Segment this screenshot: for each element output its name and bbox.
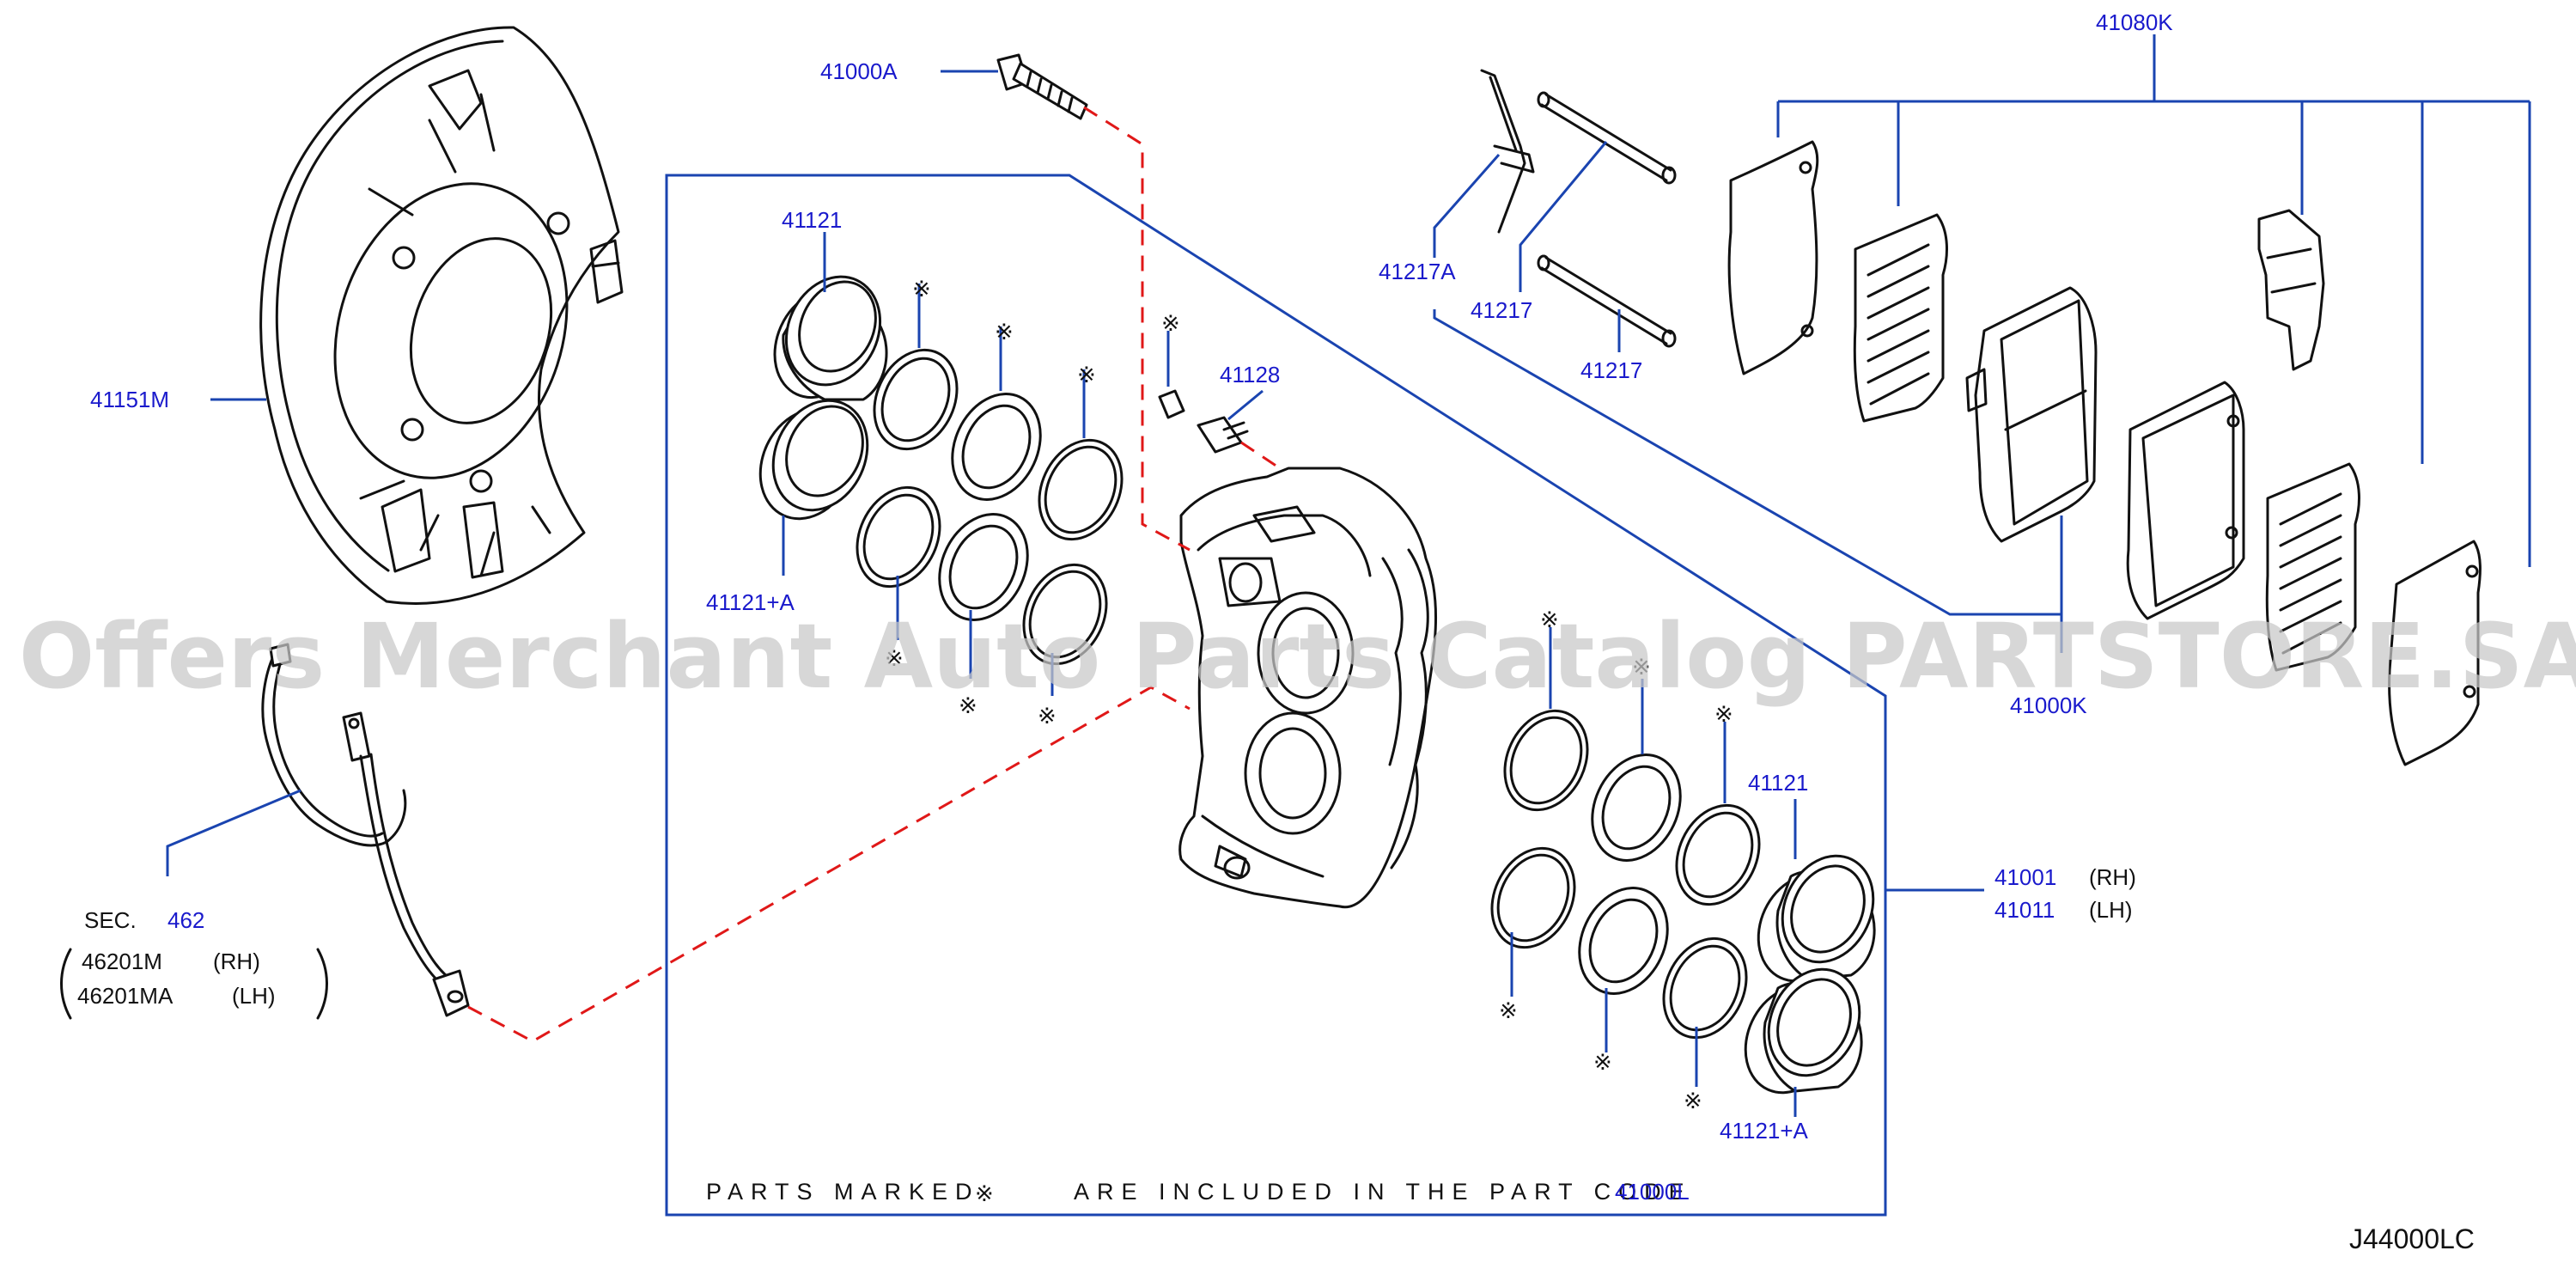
dashed-link-bleeder (1240, 441, 1281, 470)
retaining-pin-upper (1537, 91, 1677, 185)
pin-clip-part (1480, 69, 1535, 234)
seal-mark-1: ※ (912, 276, 931, 302)
label-sec-prefix: SEC. (84, 907, 137, 933)
seal-mark-11: ※ (1593, 1049, 1612, 1075)
caliper-body-part (1178, 467, 1438, 909)
pad-spring-clip (2257, 209, 2325, 371)
label-piston-right: 41121 (1748, 770, 1808, 796)
label-caliper-lh-code: 41011 (1994, 897, 2055, 923)
label-pin-2: 41217 (1580, 357, 1642, 383)
seal-mark-6: ※ (1038, 703, 1057, 729)
anti-squeal-shim-4 (2388, 540, 2482, 766)
piston-lower-right (1744, 967, 1863, 1095)
seal-mark-5: ※ (959, 692, 977, 718)
bleeder-screw-part (1158, 389, 1249, 454)
label-hose-rh-side: (RH) (213, 949, 260, 974)
seal-mark-4: ※ (885, 645, 904, 671)
anti-squeal-shim-1 (1727, 140, 1819, 375)
label-hose-lh-code: 46201MA (77, 983, 174, 1009)
seal-rings-left (856, 348, 1124, 666)
note-seal-mark: ※ (975, 1180, 994, 1206)
label-hose-lh-side: (LH) (232, 983, 276, 1009)
anti-squeal-shim-3 (2265, 462, 2360, 672)
diagram-code: J44000LC (2349, 1223, 2475, 1254)
label-hose-rh-code: 46201M (82, 949, 162, 974)
label-caliper-rh-side: (RH) (2089, 864, 2136, 890)
seal-rings-right (1490, 709, 1761, 1040)
dashed-link-hose (467, 686, 1191, 1043)
note-included-in: ARE INCLUDED IN THE PART CODE (1074, 1179, 1692, 1205)
brake-hose-part (261, 643, 470, 1017)
anti-squeal-shim-2 (1853, 213, 1948, 423)
piston-lower-left (758, 399, 869, 521)
seal-mark-7: ※ (1540, 607, 1559, 632)
label-caliper-rh-code: 41001 (1994, 864, 2056, 890)
seal-mark-2: ※ (995, 319, 1014, 345)
piston-upper-right (1757, 854, 1876, 983)
seal-mark-12: ※ (1684, 1088, 1702, 1113)
label-caliper-lh-side: (LH) (2089, 897, 2133, 923)
dust-shield-part (259, 26, 624, 605)
label-pin-1: 41217 (1471, 297, 1532, 323)
label-piston-right-a: 41121+A (1720, 1118, 1809, 1144)
label-pad-set: 41000K (2010, 692, 2087, 718)
piston-upper-left (773, 275, 888, 401)
watermark-text: Offers Merchant Auto Parts Catalog PARTS… (19, 604, 2576, 709)
seal-mark-10: ※ (1499, 997, 1518, 1023)
seal-mark-bleeder: ※ (1161, 310, 1180, 336)
label-dust-shield: 41151M (90, 387, 169, 412)
caliper-assembly-frame (665, 174, 1887, 1217)
seal-mark-8: ※ (1632, 654, 1651, 680)
retaining-pin-lower (1537, 254, 1677, 348)
label-bleeder: 41128 (1220, 362, 1280, 387)
label-piston-top: 41121 (782, 207, 842, 233)
label-pin-clip: 41217A (1379, 259, 1456, 284)
label-piston-top-a: 41121+A (706, 589, 795, 615)
brake-pad-inner (1965, 286, 2098, 543)
brake-pad-outer (2126, 381, 2245, 620)
seal-mark-9: ※ (1714, 701, 1733, 727)
label-bolt: 41000A (820, 58, 898, 84)
note-parts-marked: PARTS MARKED (706, 1179, 980, 1205)
label-pad-kit: 41080K (2096, 9, 2173, 35)
seal-mark-3: ※ (1077, 362, 1096, 387)
label-sec-number: 462 (167, 907, 204, 933)
caliper-bolt-part (996, 53, 1088, 120)
dashed-link-bolt (1083, 106, 1191, 552)
note-part-code: 41000L (1615, 1179, 1690, 1205)
